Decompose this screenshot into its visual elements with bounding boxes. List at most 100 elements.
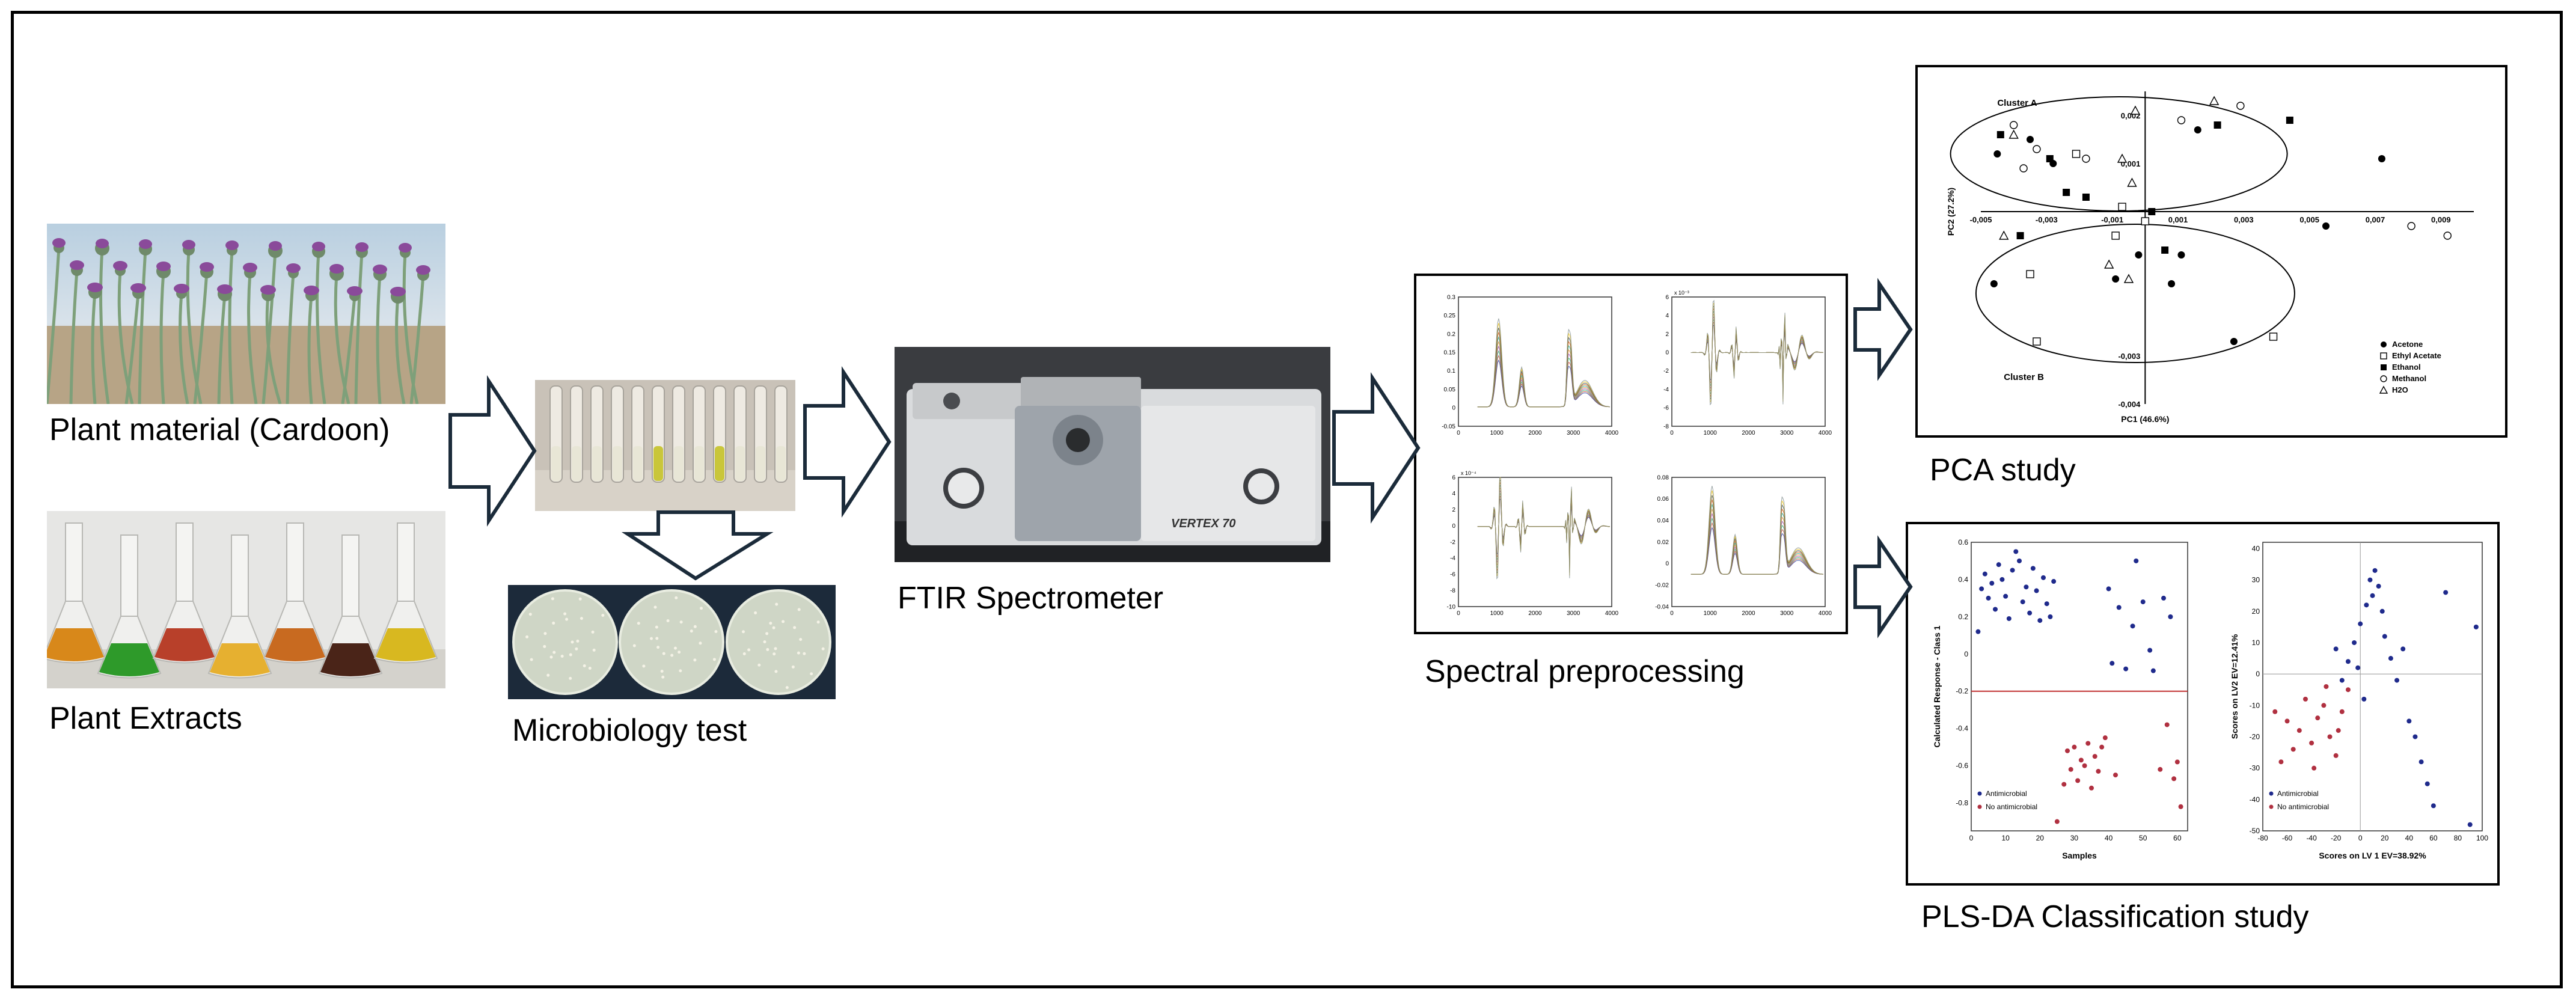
- thistle-stem: [159, 271, 165, 404]
- y-tick-label: 2: [1452, 507, 1455, 513]
- thistle-stem: [69, 269, 79, 404]
- point-no-antimicrobial: [2075, 778, 2081, 783]
- x-tick-label: 20: [2036, 834, 2045, 842]
- thistle-flower: [373, 265, 387, 274]
- spectrum-line: [1690, 486, 1823, 575]
- bacterial-colony: [576, 639, 580, 643]
- x-tick-label: 0: [1457, 610, 1460, 617]
- x-tick-label: 4000: [1605, 430, 1619, 436]
- marker-ethanol: [2213, 121, 2221, 129]
- plot-area: [1458, 296, 1612, 427]
- x-tick-label: 0,001: [2168, 215, 2188, 224]
- x-tick-label: 60: [2173, 834, 2182, 842]
- point-antimicrobial: [2382, 634, 2387, 639]
- y-tick-label: 0.2: [1958, 613, 1968, 621]
- bacterial-colony: [772, 652, 776, 656]
- point-antimicrobial: [1999, 577, 2005, 582]
- bacterial-colony: [569, 653, 572, 657]
- point-no-antimicrobial: [2272, 709, 2278, 714]
- spectrum-line: [1690, 299, 1823, 406]
- bacterial-colony: [592, 648, 596, 652]
- arrow-tubes-to-petri: [621, 510, 774, 581]
- y-tick-label: -6: [1663, 405, 1669, 412]
- y-tick-label: 4: [1665, 313, 1669, 319]
- y-tick-label: -10: [1447, 604, 1456, 610]
- point-antimicrobial: [2388, 656, 2393, 661]
- point-antimicrobial: [2425, 781, 2430, 786]
- bacterial-colony: [650, 637, 653, 640]
- thistle-flower: [243, 263, 257, 272]
- y-tick-label: -2: [1663, 368, 1669, 375]
- bacterial-colony: [660, 669, 664, 673]
- flask-neck: [397, 522, 415, 602]
- point-antimicrobial: [2473, 624, 2479, 629]
- x-tick-label: 1000: [1704, 430, 1718, 436]
- marker-h2o: [2379, 385, 2388, 394]
- x-tick-label: 0,005: [2299, 215, 2319, 224]
- point-no-antimicrobial: [2278, 759, 2284, 765]
- point-no-antimicrobial: [2065, 748, 2070, 753]
- point-antimicrobial: [1975, 629, 1981, 634]
- x-tick-label: 1000: [1490, 430, 1504, 436]
- thistle-stem: [395, 296, 406, 404]
- y-axis-label: Calculated Response - Class 1: [1932, 625, 1942, 747]
- bacterial-colony: [571, 640, 574, 644]
- y-tick-label: 4: [1452, 491, 1455, 497]
- arrow-spectra-to-pca: [1853, 278, 1913, 381]
- point-antimicrobial: [2364, 602, 2369, 608]
- microbiology-label: Microbiology test: [512, 713, 747, 748]
- point-antimicrobial: [2044, 601, 2049, 607]
- marker-acetone: [2381, 341, 2387, 347]
- point-no-antimicrobial: [2290, 747, 2296, 752]
- tube-liquid: [551, 446, 561, 481]
- arrow-tubes-to-ftir: [803, 366, 892, 518]
- point-antimicrobial: [1986, 595, 1991, 601]
- y-tick-label: 6: [1665, 294, 1669, 301]
- point-no-antimicrobial: [2078, 758, 2084, 763]
- marker-ethyl-acetate: [2269, 332, 2278, 341]
- test-tubes-photo: [535, 380, 795, 511]
- marker-acetone: [1993, 150, 2001, 158]
- point-no-antimicrobial: [2284, 718, 2290, 724]
- arrow-ftir-to-spectra: [1332, 372, 1421, 524]
- bacterial-colony: [656, 646, 660, 649]
- bacterial-colony: [549, 655, 553, 659]
- point-antimicrobial: [2367, 577, 2373, 583]
- point-no-antimicrobial: [2096, 768, 2101, 774]
- bacterial-colony: [810, 672, 813, 676]
- legend-entry: Antimicrobial: [1986, 789, 2027, 798]
- point-antimicrobial: [2106, 586, 2111, 592]
- y-tick-label: -0.6: [1956, 762, 1968, 770]
- bacterial-colony: [583, 664, 586, 668]
- flask-liquid: [376, 628, 436, 661]
- bacterial-colony: [525, 635, 529, 638]
- y-tick-label: -0.02: [1655, 583, 1669, 589]
- x-axis-label: PC1 (46.6%): [2121, 414, 2169, 424]
- marker-methanol: [2019, 164, 2028, 173]
- y-tick-label: 40: [2252, 544, 2260, 553]
- legend-entry: Ethanol: [2392, 363, 2421, 372]
- instrument-label: VERTEX 70: [1171, 517, 1235, 530]
- flask-neck: [231, 534, 249, 617]
- point-no-antimicrobial: [2092, 754, 2097, 759]
- point-no-antimicrobial: [2315, 715, 2321, 721]
- bacterial-colony: [530, 658, 533, 661]
- tube-liquid: [776, 446, 786, 481]
- y-tick-label: -2: [1450, 539, 1455, 546]
- point-antimicrobial: [2345, 659, 2351, 664]
- bacterial-colony: [551, 597, 554, 601]
- y-tick-label: -30: [2250, 764, 2260, 773]
- marker-h2o: [1999, 230, 2009, 240]
- legend-entry: No antimicrobial: [1986, 803, 2037, 811]
- legend-marker: [1977, 804, 1982, 809]
- thistle-stem: [262, 250, 277, 404]
- bacterial-colony: [714, 629, 718, 633]
- point-no-antimicrobial: [2164, 722, 2170, 727]
- point-no-antimicrobial: [2089, 785, 2094, 791]
- x-tick-label: 0,007: [2366, 215, 2385, 224]
- bacterial-colony: [642, 664, 646, 668]
- plant-extracts-photo: [47, 511, 445, 688]
- plot-area: [1671, 296, 1826, 427]
- arrow-spectra-to-plsda: [1853, 535, 1913, 638]
- point-antimicrobial: [1996, 562, 2001, 568]
